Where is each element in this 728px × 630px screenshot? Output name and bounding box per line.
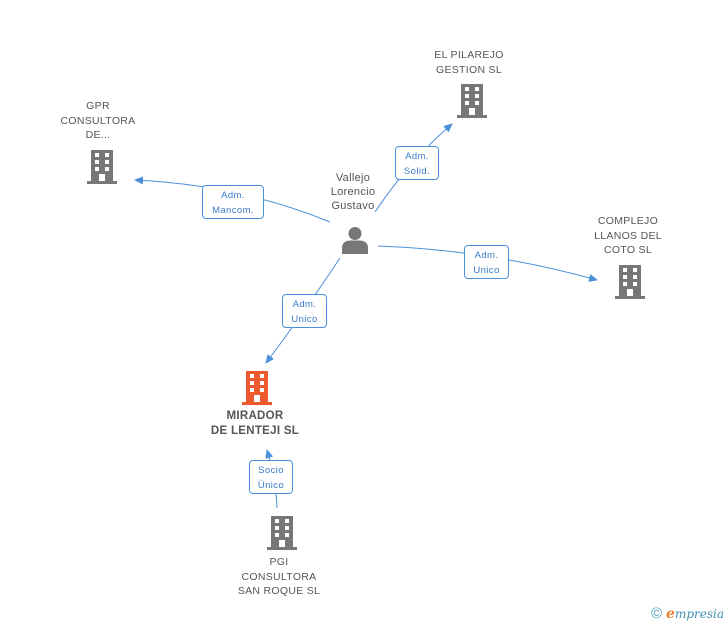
person-label-line: Vallejo xyxy=(335,172,371,184)
person-label[interactable]: Vallejo Lorencio Gustavo xyxy=(288,171,418,213)
node-label-complejo[interactable]: COMPLEJO LLANOS DEL COTO SL xyxy=(563,214,693,258)
building-icon[interactable] xyxy=(242,371,272,410)
node-label-line: MIRADOR xyxy=(226,410,284,422)
building-icon[interactable] xyxy=(87,150,117,189)
edge-label-mirador[interactable]: Adm. Unico xyxy=(282,294,327,328)
copyright-icon: © xyxy=(650,605,663,622)
edge-label-line: Adm. xyxy=(405,151,429,162)
node-label-line: COTO SL xyxy=(603,244,652,256)
edge-label-line: Unico xyxy=(291,314,318,325)
building-icon[interactable] xyxy=(457,84,487,123)
building-icon[interactable] xyxy=(615,265,645,304)
node-label-line: CONSULTORA xyxy=(241,570,317,583)
node-label-line: GESTION SL xyxy=(435,63,502,76)
building-icon[interactable] xyxy=(267,516,297,555)
edge-label-line: Adm. xyxy=(221,190,245,201)
edge-label-complejo[interactable]: Adm. Unico xyxy=(464,245,509,279)
brand-name: mpresia xyxy=(674,607,724,621)
node-label-mirador[interactable]: MIRADOR DE LENTEJI SL xyxy=(190,409,320,439)
person-label-line: Lorencio xyxy=(330,186,376,198)
node-label-pgi[interactable]: PGI CONSULTORA SAN ROQUE SL xyxy=(214,555,344,599)
person-icon xyxy=(342,227,368,254)
node-label-line: GPR xyxy=(86,100,110,112)
edge-label-line: Solid. xyxy=(403,166,431,177)
node-label-gpr[interactable]: GPR CONSULTORA DE... xyxy=(33,99,163,143)
node-label-line: DE LENTEJI SL xyxy=(210,425,300,437)
node-label-line: LLANOS DEL xyxy=(594,229,662,242)
edge-label-gpr[interactable]: Adm. Mancom. xyxy=(202,185,264,219)
edge-label-pgi-mirador[interactable]: Socio Único xyxy=(249,460,293,494)
node-label-line: SAN ROQUE SL xyxy=(237,585,321,597)
node-label-line: EL PILAREJO xyxy=(434,49,504,61)
edge-label-line: Único xyxy=(257,480,285,491)
node-label-line: DE... xyxy=(85,129,111,141)
edge-label-line: Unico xyxy=(473,265,500,276)
node-label-line: COMPLEJO xyxy=(597,215,659,227)
node-label-line: PGI xyxy=(269,556,289,568)
person-label-line: Gustavo xyxy=(331,200,375,212)
node-label-pilarejo[interactable]: EL PILAREJO GESTION SL xyxy=(404,48,534,77)
edge-label-line: Socio xyxy=(258,465,284,476)
edge-label-pilarejo[interactable]: Adm. Solid. xyxy=(395,146,439,180)
brand-initial: e xyxy=(666,606,675,622)
edge-label-line: Adm. xyxy=(474,250,499,261)
node-label-line: CONSULTORA xyxy=(60,114,136,127)
edge-label-line: Adm. xyxy=(292,299,317,310)
edge-label-line: Mancom. xyxy=(212,205,254,216)
brand-footer[interactable]: ©empresia xyxy=(651,605,724,622)
